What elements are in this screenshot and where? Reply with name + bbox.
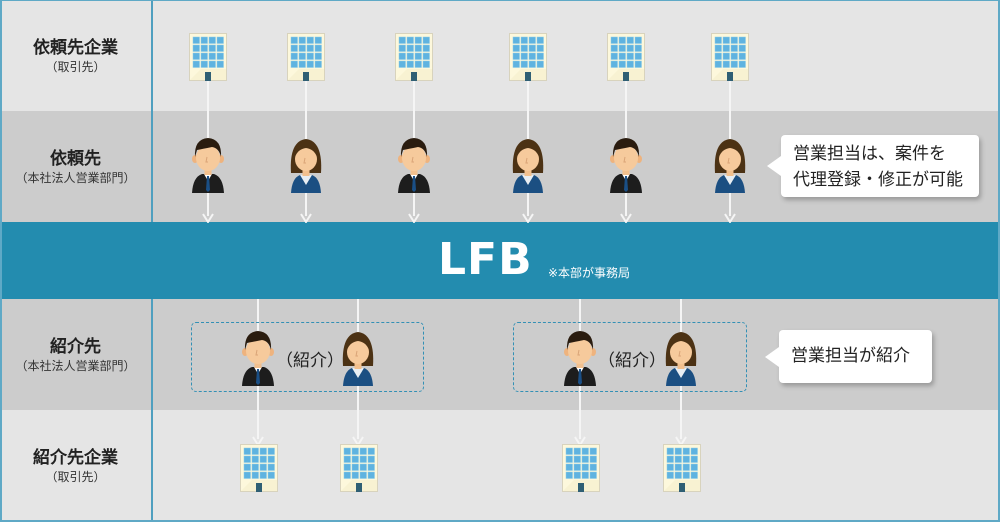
row-subtitle: （本社法人営業部門） (15, 170, 136, 185)
secretariat-note: ※本部が事務局 (548, 266, 631, 280)
building-icon (340, 444, 378, 492)
female-staff-icon (712, 135, 748, 193)
row-title: 依頼先 (50, 148, 101, 169)
arrow-down-icon (675, 431, 687, 447)
callout-line: 営業担当は、案件を (793, 144, 946, 164)
building-icon (711, 33, 749, 81)
building-icon (663, 444, 701, 492)
row-client-companies: 依頼先企業 （取引先） (0, 0, 1000, 111)
row-label: 紹介先 （本社法人営業部門） (0, 299, 153, 410)
arrow-down-icon (300, 208, 312, 224)
referral-group-box (191, 322, 424, 392)
building-icon (287, 33, 325, 81)
arrow-down-icon (724, 208, 736, 224)
building-icon (240, 444, 278, 492)
row-title: 依頼先企業 (33, 37, 118, 58)
building-icon (562, 444, 600, 492)
male-staff-icon (190, 135, 226, 193)
male-staff-icon (562, 328, 598, 386)
lfb-logo: LFB (438, 234, 533, 285)
building-icon (607, 33, 645, 81)
row-introduced-companies: 紹介先企業 （取引先） (0, 410, 1000, 522)
row-title: 紹介先 (50, 336, 101, 357)
arrow-down-icon (202, 208, 214, 224)
female-staff-icon (288, 135, 324, 193)
male-staff-icon (240, 328, 276, 386)
building-icon (509, 33, 547, 81)
row-label: 紹介先企業 （取引先） (0, 410, 153, 522)
building-icon (189, 33, 227, 81)
female-staff-icon (663, 328, 699, 386)
referral-label: （紹介） (276, 351, 344, 371)
arrow-down-icon (352, 431, 364, 447)
arrow-down-icon (574, 431, 586, 447)
row-title: 紹介先企業 (33, 448, 118, 468)
building-icon (395, 33, 433, 81)
female-staff-icon (340, 328, 376, 386)
arrow-down-icon (522, 208, 534, 224)
male-staff-icon (608, 135, 644, 193)
arrow-down-icon (620, 208, 632, 224)
female-staff-icon (510, 135, 546, 193)
callout-line: 代理登録・修正が可能 (793, 170, 963, 190)
callout-sales-introduction: 営業担当が紹介 (765, 330, 932, 383)
row-subtitle: （取引先） (45, 59, 106, 74)
row-subtitle: （取引先） (45, 470, 106, 484)
male-staff-icon (396, 135, 432, 193)
row-label: 依頼先企業 （取引先） (0, 0, 153, 111)
arrow-down-icon (252, 431, 264, 447)
callout-line: 営業担当が紹介 (791, 346, 910, 366)
row-subtitle: （本社法人営業部門） (15, 358, 136, 373)
referral-label: （紹介） (598, 351, 666, 371)
callout-proxy-registration: 営業担当は、案件を 代理登録・修正が可能 (767, 135, 979, 197)
lfb-band (0, 222, 1000, 299)
arrow-down-icon (408, 208, 420, 224)
referral-group-box (513, 322, 747, 392)
row-label: 依頼先 （本社法人営業部門） (0, 111, 153, 222)
